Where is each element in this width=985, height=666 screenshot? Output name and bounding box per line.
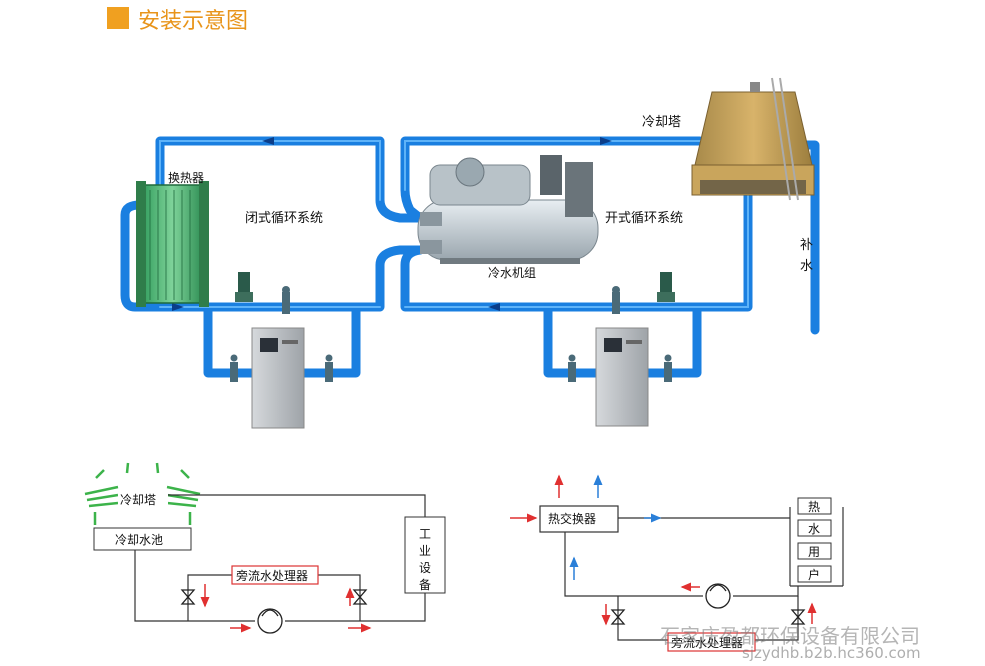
plate-heat-exchanger [136,181,209,307]
schematic-cooling-tower-label: 冷却塔 [120,493,156,507]
cooling-tower-label: 冷却塔 [642,115,681,130]
section-marker [107,7,129,29]
user-label-4: 户 [808,567,820,582]
chiller-label: 冷水机组 [488,266,536,280]
left-bypass-label: 旁流水处理器 [236,568,308,583]
right-heat-exchanger-label: 热交换器 [548,511,596,526]
valve-icons [230,286,672,382]
cooling-pool-label: 冷却水池 [115,533,163,547]
heat-exchanger-label: 换热器 [168,171,204,185]
user-label-3: 用 [808,545,820,559]
equipment-label-3: 设 [419,561,431,575]
closed-loop-label: 闭式循环系统 [245,211,323,226]
makeup-water-label-2: 水 [800,259,813,274]
chiller-unit [417,155,599,264]
control-cabinet-right [595,327,649,427]
open-loop-label: 开式循环系统 [605,211,683,226]
pump-left [235,272,253,302]
equipment-label-2: 业 [419,544,431,558]
user-label-2: 水 [808,522,820,536]
pump-right [657,272,675,302]
equipment-label-1: 工 [419,527,431,541]
page-title: 安装示意图 [138,9,249,34]
equipment-label-4: 备 [419,578,431,592]
watermark-url: sjzydhb.b2b.hc360.com [742,644,921,662]
makeup-water-label-1: 补 [800,238,813,253]
user-label-1: 热 [808,500,820,514]
cooling-tower [691,77,815,201]
left-schematic: 冷却塔 冷却水池 工 业 设 备 旁流水处理器 [84,462,446,634]
right-bypass-label: 旁流水处理器 [671,635,743,650]
control-cabinet-left [251,327,305,429]
right-schematic: 热交换器 热 水 用 户 旁流水处理器 [510,474,844,652]
watermark-company: 石家庄盈都环保设备有限公司 [660,624,920,648]
